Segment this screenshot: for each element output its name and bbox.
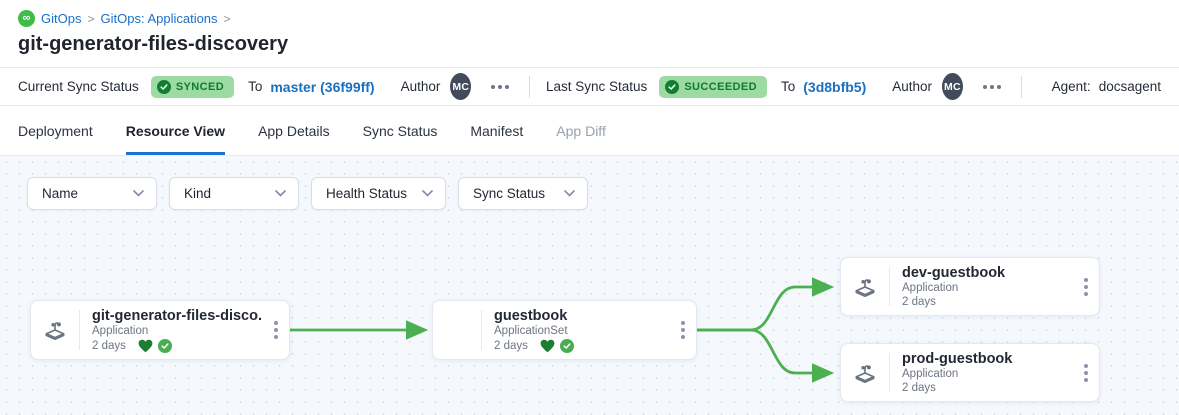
filter-name[interactable]: Name — [27, 177, 157, 210]
last-sync-revision-link[interactable]: (3d8bfb5) — [803, 78, 867, 95]
author-avatar[interactable]: MC — [942, 73, 963, 100]
graph-node-dev-guestbook[interactable]: dev-guestbook Application 2 days — [840, 257, 1100, 316]
argo-application-icon — [31, 301, 79, 359]
divider — [529, 75, 530, 98]
sync-check-icon — [157, 339, 172, 353]
node-menu-icon[interactable] — [670, 301, 696, 359]
node-kind: Application — [902, 282, 959, 294]
node-kind: Application — [92, 325, 149, 337]
chevron-down-icon — [275, 190, 286, 197]
health-heart-icon — [540, 339, 555, 353]
page-title: git-generator-files-discovery — [18, 33, 289, 55]
node-body: dev-guestbook Application 2 days — [890, 258, 1073, 315]
to-label: To — [780, 79, 796, 94]
check-circle-icon — [665, 79, 680, 94]
graph-edges — [290, 277, 835, 383]
node-body: git-generator-files-disco... Application… — [80, 301, 263, 359]
node-body: guestbook ApplicationSet 2 days — [482, 301, 670, 359]
node-title: guestbook — [494, 308, 568, 324]
graph-node-applicationset[interactable]: guestbook ApplicationSet 2 days — [432, 300, 697, 360]
tab-sync-status[interactable]: Sync Status — [362, 122, 438, 139]
synced-status-badge: SYNCED — [150, 75, 235, 98]
resource-graph-canvas: Name Kind Health Status Sync Status git-… — [0, 156, 1179, 415]
node-icon-empty — [433, 301, 481, 359]
divider — [889, 353, 890, 392]
check-circle-icon — [156, 79, 171, 94]
succeeded-status-badge: SUCCEEDED — [659, 75, 767, 98]
last-sync-status-label: Last Sync Status — [546, 79, 648, 94]
node-body: prod-guestbook Application 2 days — [890, 344, 1073, 401]
argo-application-icon — [841, 258, 889, 315]
node-age: 2 days — [494, 340, 528, 352]
breadcrumb-link-gitops[interactable]: GitOps — [41, 11, 82, 26]
more-options-icon[interactable] — [979, 81, 1005, 93]
divider — [79, 310, 80, 350]
node-kind: Application — [902, 368, 959, 380]
breadcrumb-link-applications[interactable]: GitOps: Applications — [100, 11, 218, 26]
chevron-down-icon — [133, 190, 144, 197]
breadcrumb-separator: > — [87, 11, 95, 26]
breadcrumb: ∞ GitOps > GitOps: Applications > — [18, 10, 1161, 27]
author-avatar[interactable]: MC — [450, 73, 472, 100]
graph-node-root-application[interactable]: git-generator-files-disco... Application… — [30, 300, 290, 360]
author-label: Author — [400, 79, 441, 94]
node-title: git-generator-files-disco... — [92, 308, 263, 324]
filter-sync-status[interactable]: Sync Status — [458, 177, 588, 210]
agent-value: docsagent — [1098, 79, 1161, 94]
tab-manifest[interactable]: Manifest — [470, 122, 524, 139]
node-menu-icon[interactable] — [1073, 344, 1099, 401]
tab-app-details[interactable]: App Details — [258, 122, 330, 139]
tab-bar: Deployment Resource View App Details Syn… — [0, 106, 1179, 156]
sync-status-bar: Current Sync Status SYNCED To master (36… — [0, 67, 1179, 106]
tab-app-diff[interactable]: App Diff — [556, 122, 606, 139]
page-header: ∞ GitOps > GitOps: Applications > git-ge… — [0, 0, 1179, 67]
node-age: 2 days — [902, 296, 936, 308]
node-age: 2 days — [902, 382, 936, 394]
chevron-down-icon — [564, 190, 575, 197]
filter-kind[interactable]: Kind — [169, 177, 299, 210]
filter-bar: Name Kind Health Status Sync Status — [27, 177, 588, 210]
current-sync-status-label: Current Sync Status — [18, 79, 139, 94]
divider — [1020, 75, 1022, 98]
sync-check-icon — [559, 339, 574, 353]
to-label: To — [248, 79, 263, 94]
node-menu-icon[interactable] — [1073, 258, 1099, 315]
graph-node-prod-guestbook[interactable]: prod-guestbook Application 2 days — [840, 343, 1100, 402]
tab-deployment[interactable]: Deployment — [18, 122, 93, 139]
health-heart-icon — [138, 339, 153, 353]
more-options-icon[interactable] — [487, 81, 513, 93]
argo-application-icon — [841, 344, 889, 401]
tab-resource-view[interactable]: Resource View — [125, 106, 226, 155]
divider — [889, 267, 890, 306]
chevron-down-icon — [422, 190, 433, 197]
node-title: prod-guestbook — [902, 351, 1013, 367]
node-age: 2 days — [92, 340, 126, 352]
filter-health-status[interactable]: Health Status — [311, 177, 446, 210]
node-menu-icon[interactable] — [263, 301, 289, 359]
breadcrumb-separator: > — [223, 11, 231, 26]
author-label: Author — [892, 79, 933, 94]
node-kind: ApplicationSet — [494, 325, 568, 337]
gitops-brand-icon: ∞ — [18, 10, 35, 27]
divider — [481, 310, 482, 350]
node-title: dev-guestbook — [902, 265, 1006, 281]
current-sync-revision-link[interactable]: master (36f99ff) — [270, 78, 375, 95]
agent-label: Agent: — [1051, 79, 1091, 94]
